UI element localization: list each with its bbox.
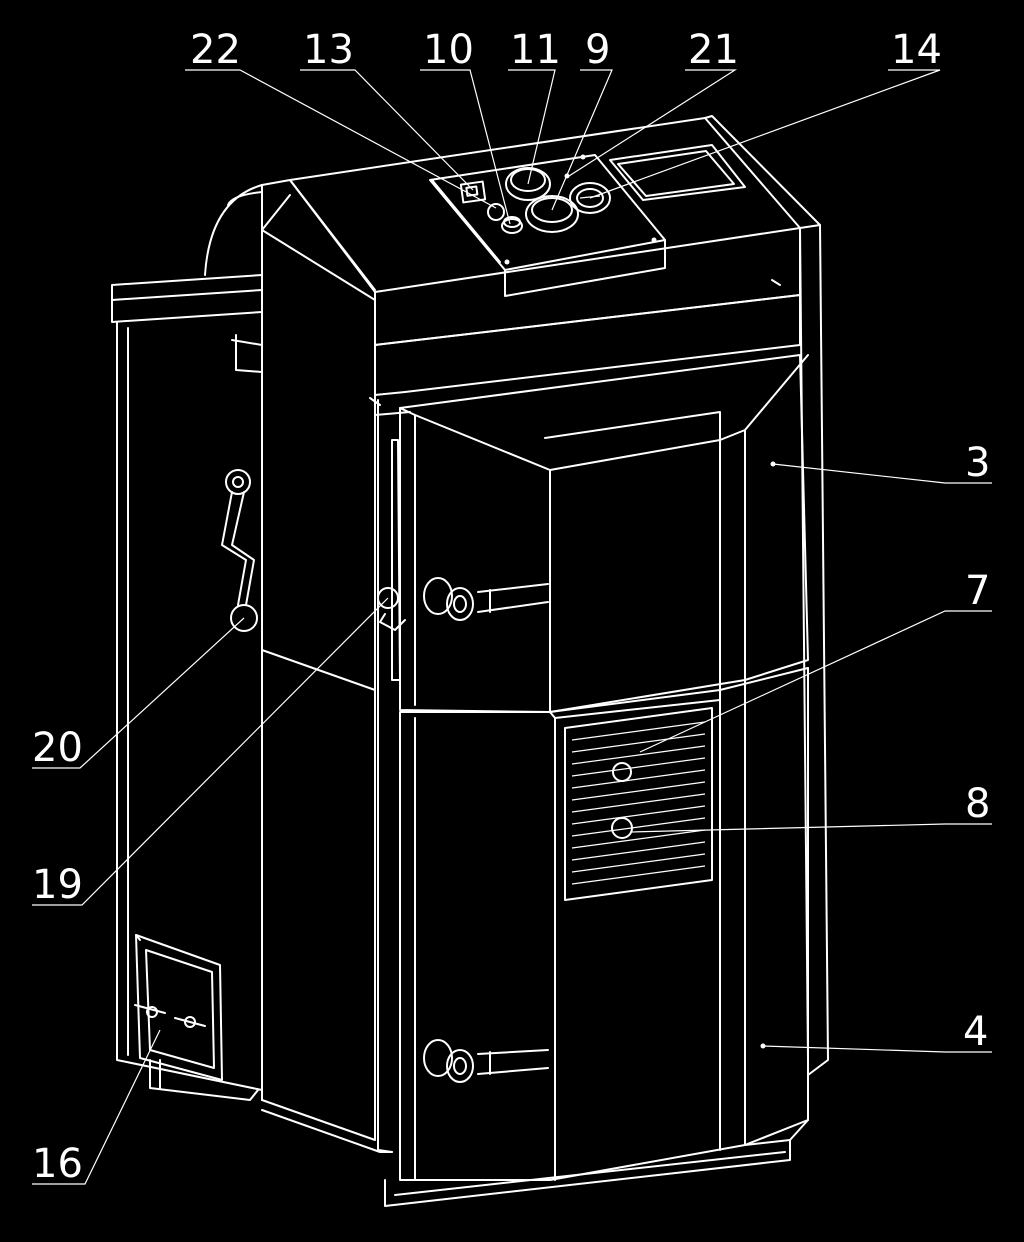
callout-8: 8 bbox=[965, 781, 990, 827]
callout-22: 22 bbox=[190, 27, 241, 73]
callout-14: 14 bbox=[891, 27, 942, 73]
left-corner-column bbox=[261, 179, 393, 1153]
callout-20: 20 bbox=[32, 725, 83, 771]
callout-16: 16 bbox=[32, 1141, 83, 1187]
callout-21: 21 bbox=[688, 27, 739, 73]
callout-9: 9 bbox=[585, 27, 610, 73]
upper-door bbox=[377, 354, 809, 713]
callout-13: 13 bbox=[303, 27, 354, 73]
callout-10: 10 bbox=[423, 27, 474, 73]
callout-labels: 22 13 10 11 9 21 14 3 7 8 20 19 4 16 bbox=[32, 27, 990, 1187]
callout-11: 11 bbox=[510, 27, 561, 73]
callout-19: 19 bbox=[32, 862, 83, 908]
top-control-panel bbox=[289, 115, 821, 346]
callout-4: 4 bbox=[963, 1009, 988, 1055]
lower-door bbox=[384, 667, 809, 1207]
leader-lines bbox=[32, 69, 992, 1185]
left-side-module bbox=[111, 184, 263, 1101]
right-body bbox=[369, 224, 829, 1153]
callout-3: 3 bbox=[965, 440, 990, 486]
callout-7: 7 bbox=[965, 568, 990, 614]
